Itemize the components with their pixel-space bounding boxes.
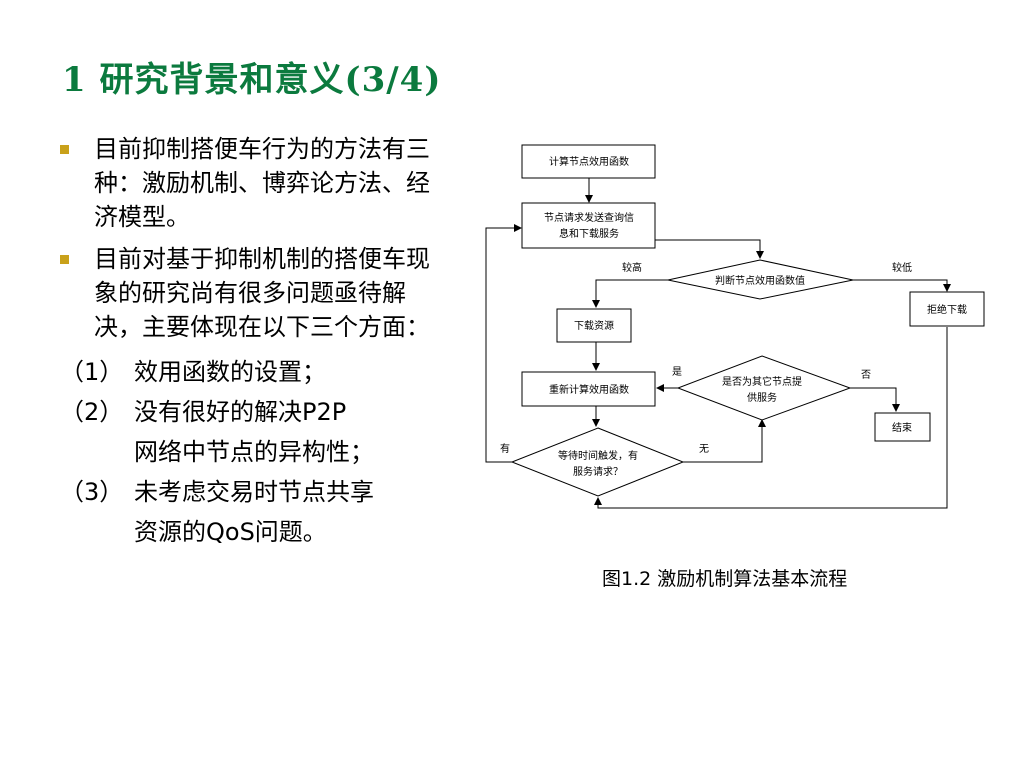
bullet-text: 目前抑制搭便车行为的方法有三种：激励机制、博弈论方法、经济模型。 — [94, 135, 430, 231]
sub-item-text: 没有很好的解决P2P — [134, 398, 347, 426]
sub-item-number: （1） — [60, 358, 124, 386]
flow-text-wait-2: 服务请求？ — [573, 465, 623, 478]
sub-item-continuation: 资源的QoS问题。 — [134, 518, 327, 546]
flow-text-wait-1: 等待时间触发，有 — [558, 449, 638, 462]
flow-label-yes: 是 — [672, 366, 682, 378]
sub-item: （3） 未考虑交易时节点共享 — [60, 472, 450, 512]
arrow-judge-to-download — [592, 279, 668, 308]
flow-text-send-request-2: 息和下载服务 — [559, 227, 619, 240]
arrow-judge-to-reject — [853, 279, 951, 292]
arrow-other-no-to-end — [850, 387, 900, 412]
flow-decision-other-node — [676, 355, 852, 421]
arrow-wait-none-to-other — [683, 419, 766, 463]
flow-text-calc-utility: 计算节点效用函数 — [549, 155, 629, 168]
flow-label-have: 有 — [500, 442, 510, 455]
flow-node-recalc — [521, 371, 656, 407]
flow-label-none: 无 — [699, 444, 709, 455]
bullet-item: 目前抑制搭便车行为的方法有三种：激励机制、博弈论方法、经济模型。 — [60, 132, 450, 234]
flow-text-reject: 拒绝下载 — [927, 303, 967, 316]
sub-item-text: 效用函数的设置； — [134, 358, 326, 386]
flow-text-recalc: 重新计算效用函数 — [549, 383, 629, 396]
sub-item-text: 未考虑交易时节点共享 — [134, 478, 374, 506]
bullet-marker-icon — [60, 145, 69, 154]
flow-node-download — [556, 308, 632, 343]
sub-item-continuation: 网络中节点的异构性； — [134, 438, 374, 466]
arrow-request-to-judge — [655, 239, 764, 259]
flow-text-judge: 判断节点效用函数值 — [715, 274, 805, 287]
flow-node-end — [874, 412, 931, 442]
flow-node-calc-utility — [521, 144, 656, 179]
arrow-reject-loop — [594, 327, 948, 509]
flow-decision-judge — [667, 259, 854, 300]
flow-label-higher: 较高 — [622, 261, 642, 274]
flow-text-other-node-2: 供服务 — [747, 391, 777, 404]
flowchart-diagram: 计算节点效用函数 节点请求发送查询信 息和下载服务 判断节点效用函数值 下载资源… — [485, 144, 985, 509]
flow-decision-wait — [510, 427, 685, 497]
bullet-list: 目前抑制搭便车行为的方法有三种：激励机制、博弈论方法、经济模型。 目前对基于抑制… — [60, 132, 450, 552]
flow-node-send-request — [521, 202, 656, 249]
flow-text-other-node-1: 是否为其它节点提 — [722, 375, 802, 388]
slide-title: 1 研究背景和意义(3/4) — [62, 60, 442, 100]
sub-item-number: （2） — [60, 398, 124, 426]
bullet-text: 目前对基于抑制机制的搭便车现象的研究尚有很多问题亟待解决，主要体现在以下三个方面… — [94, 245, 430, 341]
flow-label-lower: 较低 — [892, 261, 912, 274]
figure-caption: 图1.2 激励机制算法基本流程 — [602, 568, 848, 590]
bullet-marker-icon — [60, 255, 69, 264]
sub-item: （1） 效用函数的设置； — [60, 352, 450, 392]
flow-text-end: 结束 — [892, 421, 912, 434]
flow-node-reject — [909, 291, 985, 327]
arrow-wait-have-to-request — [485, 224, 522, 463]
flow-text-send-request-1: 节点请求发送查询信 — [544, 211, 634, 224]
sub-item-number: （3） — [60, 478, 124, 506]
flow-label-no: 否 — [861, 369, 871, 381]
sub-item: （2） 没有很好的解决P2P — [60, 392, 450, 432]
bullet-item: 目前对基于抑制机制的搭便车现象的研究尚有很多问题亟待解决，主要体现在以下三个方面… — [60, 242, 450, 344]
flow-text-download: 下载资源 — [574, 319, 614, 332]
